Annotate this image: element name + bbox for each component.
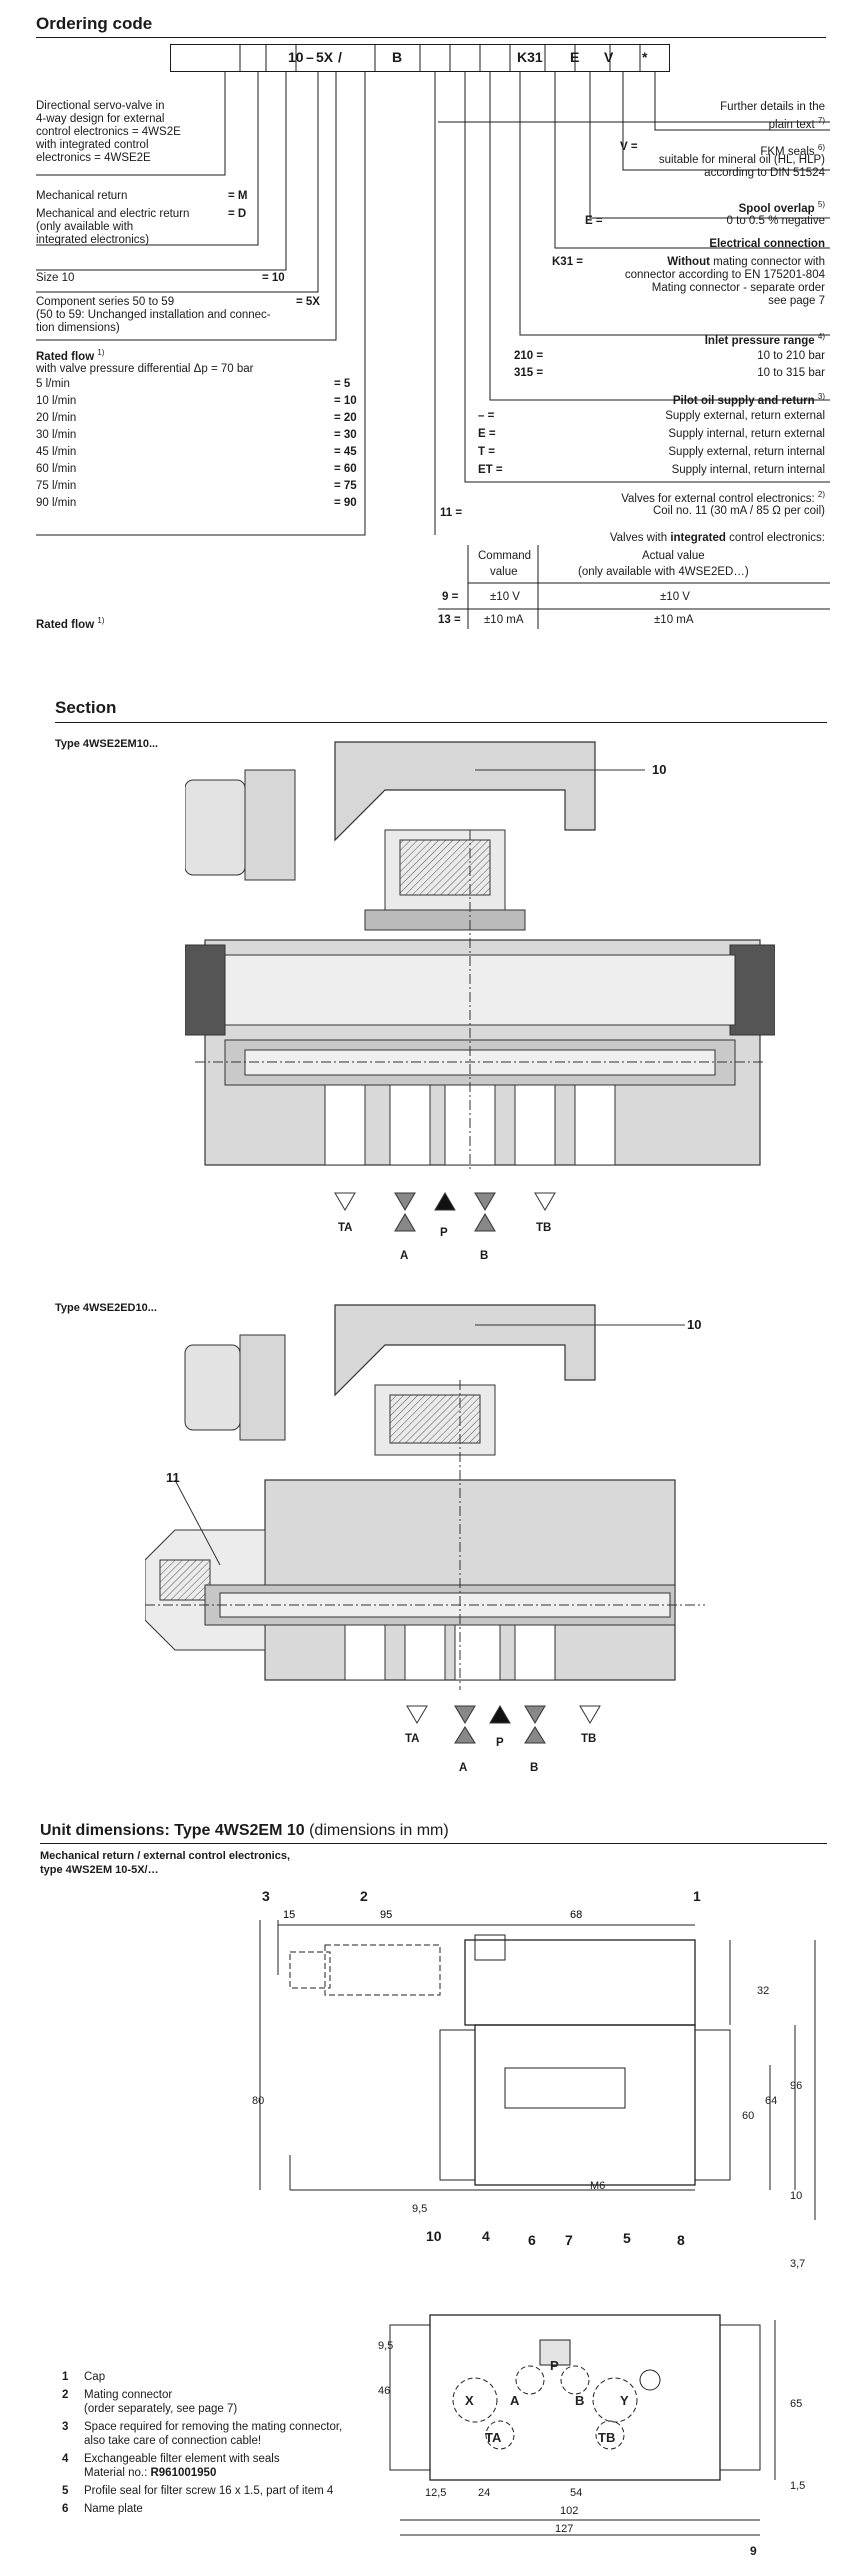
dimensions-subtitle-1: Mechanical return / external control ele…: [40, 1850, 291, 1862]
section-rule: [55, 722, 827, 724]
dimensions-drawing-plan: X A P B Y TA TB: [389, 2314, 776, 2536]
section-title: Section: [55, 698, 117, 717]
svg-text:15: 15: [283, 1909, 295, 1921]
section1-port-b: B: [480, 1250, 489, 1262]
ordering-code-boxes: [170, 44, 670, 72]
section2-callout-10: 10: [687, 1317, 702, 1332]
page-number: 9: [750, 2544, 757, 2558]
port-label-a: A: [510, 2393, 520, 2408]
section2-port-p: P: [496, 1737, 504, 1749]
svg-text:95: 95: [380, 1909, 392, 1921]
port-label-ta: TA: [485, 2430, 502, 2445]
port-label-y: Y: [620, 2393, 629, 2408]
section2-port-a: A: [459, 1762, 468, 1774]
ordering-leader-lines: [36, 72, 830, 536]
dimensions-title: Unit dimensions: Type 4WS2EM 10 (dimensi…: [40, 1822, 449, 1839]
section-drawing-1: [185, 741, 775, 1170]
port-label-tb: TB: [598, 2430, 615, 2445]
code-size: 10: [288, 49, 304, 65]
section2-port-tb: TB: [581, 1733, 597, 1745]
port-label-b: B: [575, 2393, 584, 2408]
code-e: E: [570, 49, 580, 65]
section1-port-symbols: [334, 1192, 556, 1232]
section2-port-ta: TA: [405, 1733, 420, 1745]
code-slash: /: [338, 49, 342, 65]
title-rule: [36, 37, 826, 39]
code-b: B: [392, 49, 403, 65]
section2-port-b: B: [530, 1762, 539, 1774]
section1-port-ta: TA: [338, 1222, 353, 1234]
section-type1: Type 4WSE2EM10...: [55, 738, 159, 750]
section1-port-a: A: [400, 1250, 409, 1262]
electronics-table: [438, 545, 830, 629]
section-drawing-2: [145, 1304, 705, 1690]
svg-text:68: 68: [570, 1909, 582, 1921]
section2-callout-11: 11: [166, 1470, 180, 1485]
dimensions-drawing-side: 15 95 68: [259, 1909, 816, 2220]
port-label-p: P: [550, 2358, 559, 2373]
code-k31: K31: [517, 49, 543, 65]
section1-callout-10: 10: [652, 762, 667, 777]
section1-port-tb: TB: [536, 1222, 552, 1234]
dimensions-rule: [40, 1843, 827, 1845]
section-type2: Type 4WSE2ED10...: [55, 1302, 157, 1314]
ordering-title: Ordering code: [36, 14, 153, 33]
code-box-frame: [170, 44, 670, 72]
section2-port-symbols: [406, 1705, 601, 1744]
port-label-x: X: [465, 2393, 474, 2408]
code-v: V: [604, 49, 614, 65]
code-series: 5X: [316, 49, 334, 65]
dimensions-subtitle-2: type 4WS2EM 10-5X/…: [40, 1864, 159, 1876]
code-star: *: [642, 49, 648, 65]
section1-port-p: P: [440, 1227, 448, 1239]
